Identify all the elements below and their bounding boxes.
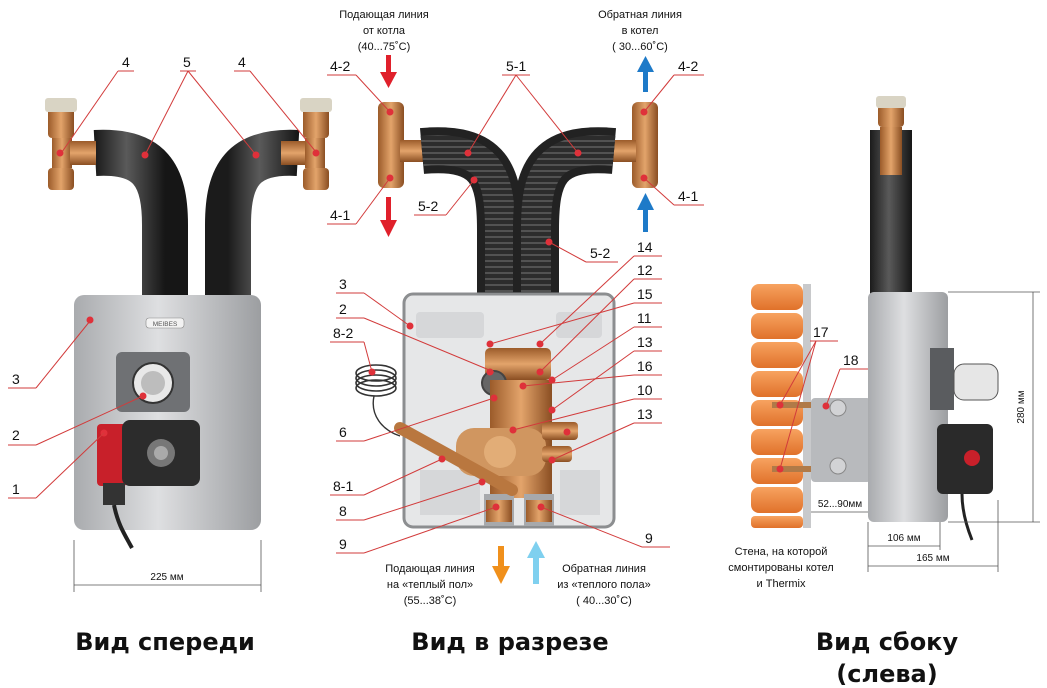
flow-floor-supply-l1: Подающая линия bbox=[385, 563, 475, 575]
sec-callout-3: 3 bbox=[339, 276, 347, 292]
sec-callout-14: 14 bbox=[637, 239, 653, 255]
sec-callout-15: 15 bbox=[637, 286, 653, 302]
sec-callout-4-1-right: 4-1 bbox=[678, 188, 698, 204]
front-valve-left bbox=[45, 98, 96, 190]
caption-section: Вид в разрезе bbox=[411, 628, 608, 656]
front-callout-5: 5 bbox=[183, 54, 191, 70]
sec-callout-2: 2 bbox=[339, 301, 347, 317]
arrow-floor-supply bbox=[492, 546, 510, 584]
sec-callout-4-2-right: 4-2 bbox=[678, 58, 698, 74]
section-view: Подающая линия от котла (40...75˚С) Обра… bbox=[327, 9, 704, 607]
sec-callout-4-2-left: 4-2 bbox=[330, 58, 350, 74]
front-callout-2: 2 bbox=[12, 427, 20, 443]
wall-note-l3: и Thermix bbox=[757, 578, 806, 590]
section-mixer-body bbox=[456, 348, 578, 526]
sec-callout-4-1-left: 4-1 bbox=[330, 207, 350, 223]
caption-side-line1: Вид сбоку bbox=[816, 628, 959, 656]
flow-floor-return-l1: Обратная линия bbox=[562, 563, 646, 575]
front-callout-3: 3 bbox=[12, 371, 20, 387]
sensor-rod bbox=[394, 422, 518, 496]
section-tee-left bbox=[378, 102, 424, 188]
side-callout-18: 18 bbox=[843, 352, 859, 368]
flow-floor-return-l3: ( 40...30˚С) bbox=[576, 595, 632, 607]
sec-callout-12: 12 bbox=[637, 262, 653, 278]
front-callout-4-left: 4 bbox=[122, 54, 130, 70]
dim-side-height: 280 мм bbox=[1016, 390, 1027, 423]
flow-return-boiler-l3: ( 30...60˚С) bbox=[612, 41, 668, 53]
side-callout-17: 17 bbox=[813, 324, 829, 340]
sec-callout-5-2-left: 5-2 bbox=[418, 198, 438, 214]
arrow-floor-return bbox=[527, 541, 545, 584]
wall-note-l2: смонтированы котел bbox=[728, 562, 833, 574]
section-tee-right bbox=[612, 102, 658, 188]
dim-front-width: 225 мм bbox=[150, 572, 183, 583]
front-housing bbox=[74, 295, 261, 530]
caption-side-line2: (слева) bbox=[836, 660, 937, 688]
sec-callout-9-left: 9 bbox=[339, 536, 347, 552]
sec-callout-6: 6 bbox=[339, 424, 347, 440]
sec-callout-13-top: 13 bbox=[637, 334, 653, 350]
flow-return-boiler-l1: Обратная линия bbox=[598, 9, 682, 21]
front-pump bbox=[97, 420, 200, 549]
dim-depth-106: 106 мм bbox=[887, 533, 920, 544]
sensor-coil bbox=[355, 364, 401, 437]
front-pipe-left bbox=[93, 129, 188, 300]
arrow-return-up-top bbox=[637, 56, 654, 92]
front-valve-right bbox=[281, 98, 332, 190]
arrow-supply-in bbox=[380, 55, 397, 88]
sec-callout-13-bottom: 13 bbox=[637, 406, 653, 422]
sec-callout-11: 11 bbox=[637, 310, 652, 326]
flow-supply-boiler-l1: Подающая линия bbox=[339, 9, 429, 21]
brand-label: MEIBES bbox=[153, 321, 178, 328]
flow-floor-supply-l3: (55...38˚С) bbox=[404, 595, 457, 607]
caption-front: Вид спереди bbox=[75, 628, 255, 656]
side-view: 17 18 280 мм 52...90мм 106 мм 165 мм Сте… bbox=[728, 96, 1040, 590]
arrow-return-up-bottom bbox=[637, 193, 654, 232]
sec-callout-10: 10 bbox=[637, 382, 653, 398]
sec-callout-8-2: 8-2 bbox=[333, 325, 353, 341]
sec-callout-5-2-right: 5-2 bbox=[590, 245, 610, 261]
flow-return-boiler-l2: в котел bbox=[622, 25, 659, 37]
dim-wall-gap: 52...90мм bbox=[818, 499, 862, 510]
front-callout-1: 1 bbox=[12, 481, 20, 497]
dim-depth-165: 165 мм bbox=[916, 553, 949, 564]
flow-floor-return-l2: из «теплого пола» bbox=[557, 579, 650, 591]
arrow-supply-down bbox=[380, 197, 397, 237]
sec-callout-8-1: 8-1 bbox=[333, 478, 353, 494]
side-valve bbox=[876, 96, 906, 175]
flow-supply-boiler-l2: от котла bbox=[363, 25, 406, 37]
front-callout-4-right: 4 bbox=[238, 54, 246, 70]
front-pipe-right bbox=[205, 129, 300, 300]
sec-callout-9-right: 9 bbox=[645, 530, 653, 546]
flow-floor-supply-l2: на «теплый пол» bbox=[387, 579, 473, 591]
wall-note-l1: Стена, на которой bbox=[735, 546, 828, 558]
front-view: MEIBES 225 мм 4 5 4 bbox=[8, 54, 332, 592]
mount-bracket bbox=[811, 398, 871, 482]
sec-callout-8: 8 bbox=[339, 503, 347, 519]
flow-supply-boiler-l3: (40...75˚С) bbox=[358, 41, 411, 53]
side-thermostat-knob bbox=[953, 363, 999, 401]
sec-callout-16: 16 bbox=[637, 358, 653, 374]
sec-callout-5-1: 5-1 bbox=[506, 58, 526, 74]
side-housing bbox=[868, 292, 948, 522]
